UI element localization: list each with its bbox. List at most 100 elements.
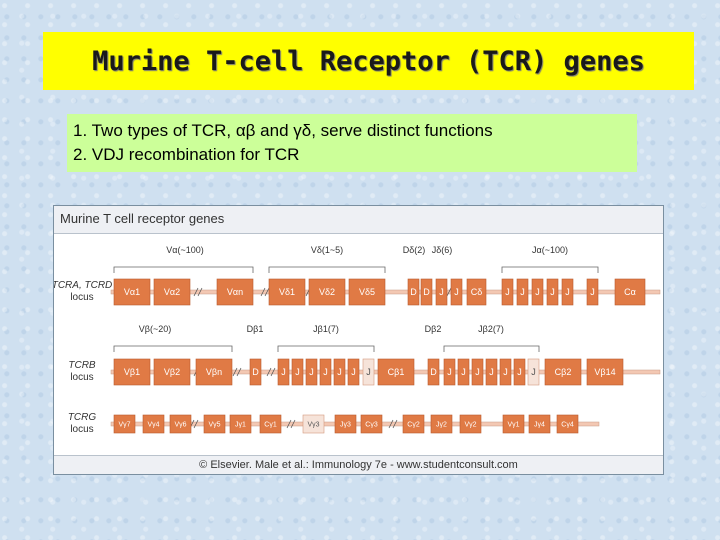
tcra-segment-label: J xyxy=(505,287,510,297)
tcrb-segment-label: D xyxy=(252,367,259,377)
locus-break xyxy=(264,287,270,297)
tcrg-segment-label: Vγ5 xyxy=(208,421,220,428)
tcra-segment xyxy=(153,278,191,306)
tcrb-segment xyxy=(443,358,456,386)
tcra-segment-label: Vα2 xyxy=(164,287,180,297)
tcrb-segment xyxy=(153,358,191,386)
tcrg-segment xyxy=(229,414,252,434)
d-delta-group-label: Dδ(2) xyxy=(403,245,426,255)
tcrb-segment-label: J xyxy=(366,367,371,377)
v-beta-group-label: Vβ(~20) xyxy=(139,324,171,334)
j-delta-group-label: Jδ(6) xyxy=(432,245,453,255)
tcrb-segment-label: J xyxy=(503,367,508,377)
tcra-segment-label: J xyxy=(439,287,444,297)
tcrg-segment-label: Cγ4 xyxy=(561,421,574,428)
tcra-segment-label: J xyxy=(535,287,540,297)
tcra-segment-label: J xyxy=(520,287,525,297)
j-beta2-bracket xyxy=(443,345,540,352)
tcra-segment-label: Vδ5 xyxy=(359,287,375,297)
locus-break xyxy=(193,287,199,297)
d-beta1-group-label: Dβ1 xyxy=(247,324,264,334)
tcrb-segment xyxy=(195,358,233,386)
tcrg-segment xyxy=(113,414,136,434)
tcrb-segment-label: J xyxy=(295,367,300,377)
tcrg-segment-label: Jγ1 xyxy=(235,421,246,428)
tcra-segment xyxy=(586,278,599,306)
tcra-segment-label: J xyxy=(454,287,459,297)
tcrb-segment xyxy=(305,358,318,386)
tcra-segment-label: Vδ2 xyxy=(319,287,335,297)
tcrb-segment-label: Cβ1 xyxy=(388,367,405,377)
locus-break xyxy=(286,419,292,429)
tcrb-segment xyxy=(377,358,415,386)
tcrb-segment-label: J xyxy=(337,367,342,377)
tcrg-segment-label: Vγ7 xyxy=(118,421,130,428)
tcrg-segment xyxy=(169,414,192,434)
tcra-segment-label: Cδ xyxy=(471,287,483,297)
tcrb-segment xyxy=(485,358,498,386)
tcrg-segment-label: Jγ3 xyxy=(340,421,351,428)
tcrg-segment-label: Jγ2 xyxy=(436,421,447,428)
tcrb-segment-label: J xyxy=(461,367,466,377)
tcrb-segment-label: J xyxy=(475,367,480,377)
tcrg-segment xyxy=(528,414,551,434)
key-point-1: 1. Two types of TCR, αβ and γδ, serve di… xyxy=(73,121,493,140)
chromosome-strand xyxy=(110,289,661,295)
locus-label: TCRB xyxy=(68,360,96,371)
key-points-box: 1. Two types of TCR, αβ and γδ, serve di… xyxy=(67,114,637,172)
tcrg-segment xyxy=(430,414,453,434)
tcrg-segment xyxy=(334,414,357,434)
locus-break xyxy=(236,367,242,377)
j-beta1-bracket xyxy=(277,345,375,352)
j-alpha-group-label: Jα(~100) xyxy=(532,245,568,255)
tcrg-segment-label: Vγ3 xyxy=(307,421,319,428)
tcrg-segment xyxy=(502,414,525,434)
tcra-segment xyxy=(614,278,646,306)
tcrb-segment xyxy=(427,358,440,386)
tcrb-segment xyxy=(291,358,304,386)
tcrg-segment xyxy=(402,414,425,434)
tcra-segment xyxy=(561,278,574,306)
tcra-segment xyxy=(531,278,544,306)
tcra-segment-label: Vα1 xyxy=(124,287,140,297)
d-beta2-group-label: Dβ2 xyxy=(425,324,442,334)
tcrg-segment xyxy=(360,414,383,434)
locus-label: locus xyxy=(70,292,93,303)
locus-break xyxy=(270,367,276,377)
tcra-segment xyxy=(113,278,151,306)
tcra-segment-label: D xyxy=(410,287,417,297)
locus-break xyxy=(388,419,394,429)
tcra-segment-label: J xyxy=(550,287,555,297)
tcrg-segment xyxy=(302,414,325,434)
v-alpha-group-label: Vα(~100) xyxy=(166,245,203,255)
tcrb-segment-label: D xyxy=(430,367,437,377)
tcrb-segment xyxy=(319,358,332,386)
tcra-segment xyxy=(516,278,529,306)
figure-header: Murine T cell receptor genes xyxy=(54,206,663,234)
tcra-segment xyxy=(450,278,463,306)
tcrb-segment-label: J xyxy=(517,367,522,377)
tcra-segment-label: D xyxy=(423,287,430,297)
tcra-segment xyxy=(435,278,448,306)
locus-label: TCRA, TCRD xyxy=(54,280,112,291)
j-beta2-group-label: Jβ2(7) xyxy=(478,324,504,334)
v-delta-group-label: Vδ(1~5) xyxy=(311,245,343,255)
tcrb-segment-label: Cβ2 xyxy=(555,367,572,377)
tcrb-segment-label: Vβ14 xyxy=(594,367,615,377)
title-banner: Murine T-cell Receptor (TCR) genes xyxy=(43,32,694,90)
tcrb-segment-label: J xyxy=(447,367,452,377)
tcrg-segment-label: Vγ2 xyxy=(464,421,476,428)
tcrb-segment xyxy=(333,358,346,386)
tcrb-segment-label: J xyxy=(281,367,286,377)
tcra-segment xyxy=(501,278,514,306)
v-beta-bracket xyxy=(113,345,233,352)
locus-label: TCRG xyxy=(68,412,97,423)
tcrg-segment xyxy=(142,414,165,434)
locus-break xyxy=(446,287,452,297)
tcrb-segment-label: J xyxy=(323,367,328,377)
v-delta-bracket xyxy=(268,266,386,273)
tcrb-segment xyxy=(499,358,512,386)
tcra-segment-label: J xyxy=(565,287,570,297)
j-alpha-bracket xyxy=(501,266,599,273)
tcrg-segment xyxy=(459,414,482,434)
